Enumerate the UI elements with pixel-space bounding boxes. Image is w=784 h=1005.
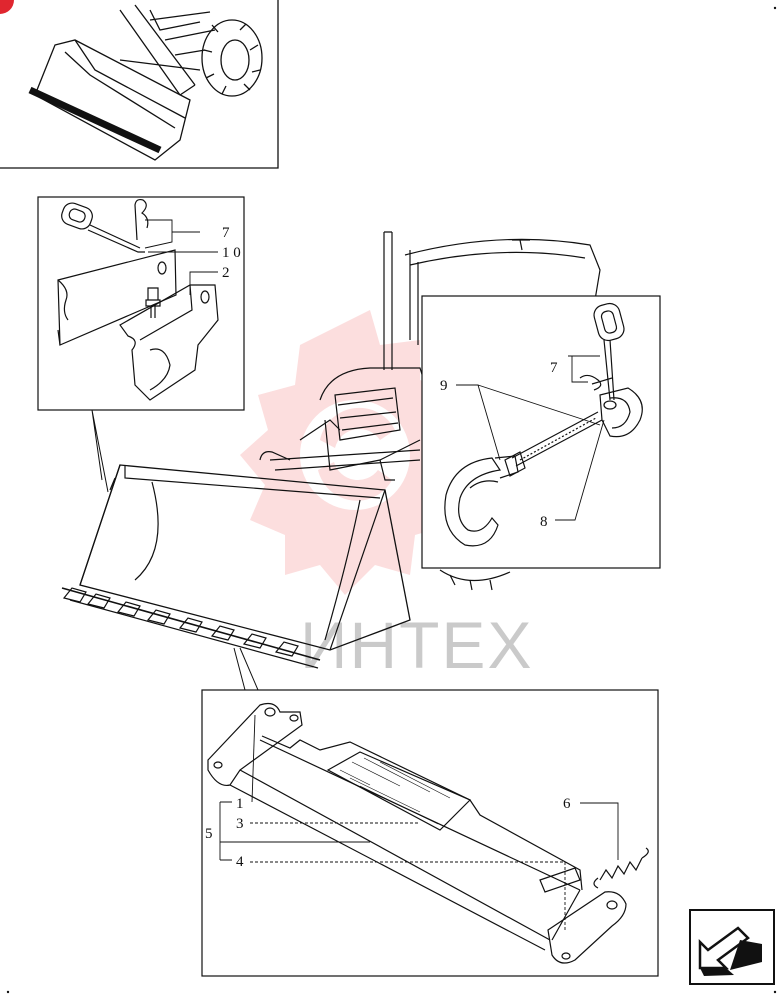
detail-box-right — [421, 295, 661, 569]
watermark-text: ИНТЕХ — [300, 608, 533, 682]
bucket-teeth — [62, 587, 299, 657]
reference-view — [0, 0, 279, 169]
detail-box-bottom — [201, 689, 659, 977]
clamp-plate — [57, 249, 177, 346]
callout-right-hook: 9 — [440, 378, 448, 394]
wear-plate — [326, 751, 472, 831]
callout-bottom-spring: 6 — [563, 796, 571, 812]
corner-dot — [773, 6, 777, 10]
r-clip-icon — [134, 198, 149, 241]
watermark: ИНТЕХ — [240, 310, 533, 682]
spring-icon — [593, 847, 649, 889]
callout-bottom-bar: 4 — [236, 854, 244, 870]
pull-pin-icon-right — [593, 302, 625, 401]
end-plate-left — [207, 702, 303, 787]
edge-bar — [229, 735, 583, 951]
callout-top-left-bracket: 2 — [222, 265, 230, 281]
clamp-bracket — [119, 284, 219, 401]
callout-bottom-plate: 3 — [236, 816, 244, 832]
callout-top-left-plate: 1 0 — [222, 245, 241, 261]
corner-dot — [773, 990, 777, 994]
bolt-icon — [145, 287, 161, 318]
next-page-arrow-icon — [698, 926, 762, 976]
callout-bottom-assembly: 5 — [205, 826, 213, 842]
r-clip-icon-right — [579, 374, 613, 391]
watermark-logo-icon — [240, 310, 465, 595]
main-tractor — [61, 231, 601, 691]
corner-dot — [6, 990, 10, 994]
callout-right-pin: 7 — [550, 360, 558, 376]
next-page-button[interactable] — [689, 909, 775, 985]
callout-top-left-pin: 7 — [222, 225, 230, 241]
callout-right-turnbuckle: 8 — [540, 514, 548, 530]
callout-bottom-edge: 1 — [236, 796, 244, 812]
detail-box-top-left — [37, 196, 245, 493]
lifting-hook — [444, 455, 519, 547]
clevis-hook — [599, 387, 643, 438]
corner-badge — [0, 0, 14, 14]
end-plate-right — [547, 891, 627, 964]
pull-pin-icon — [61, 202, 145, 253]
